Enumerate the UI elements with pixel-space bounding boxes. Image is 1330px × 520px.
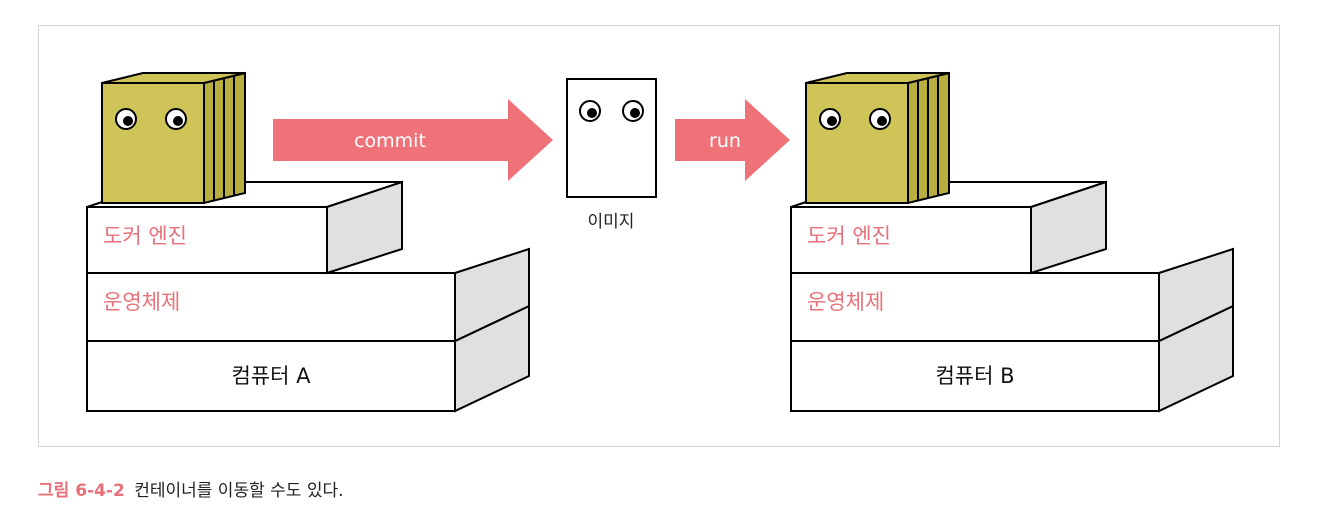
os-b-block: 운영체제 <box>790 247 1234 343</box>
run-arrow-label: run <box>709 130 741 152</box>
container-b-eyes <box>819 108 891 130</box>
os-b-label: 운영체제 <box>807 290 884 314</box>
container-b <box>805 71 950 205</box>
engine-a-block: 도커 엔진 <box>86 180 403 275</box>
computer-b-label: 컴퓨터 B <box>935 364 1014 388</box>
figure-caption-text: 컨테이너를 이동할 수도 있다. <box>134 481 344 501</box>
docker-container-migration-diagram: 컴퓨터 A 운영체제 도커 엔진 <box>86 71 1234 413</box>
image-document: 이미지 <box>566 78 657 232</box>
engine-a-label: 도커 엔진 <box>103 224 187 248</box>
os-a-block: 운영체제 <box>86 247 530 343</box>
computer-a-label: 컴퓨터 A <box>231 364 311 388</box>
container-a-eyes <box>115 108 187 130</box>
computer-b-stack: 컴퓨터 B 운영체제 도커 엔진 <box>790 71 1234 413</box>
figure-caption: 그림 6-4-2 컨테이너를 이동할 수도 있다. <box>38 476 344 501</box>
commit-arrow-label: commit <box>354 130 426 152</box>
image-label: 이미지 <box>588 212 635 232</box>
engine-b-label: 도커 엔진 <box>807 224 891 248</box>
run-arrow: run <box>675 99 790 181</box>
container-a <box>101 71 246 205</box>
computer-a-stack: 컴퓨터 A 운영체제 도커 엔진 <box>86 71 530 413</box>
commit-arrow: commit <box>273 99 553 181</box>
figure-number: 그림 6-4-2 <box>38 481 125 501</box>
os-a-label: 운영체제 <box>103 290 180 314</box>
